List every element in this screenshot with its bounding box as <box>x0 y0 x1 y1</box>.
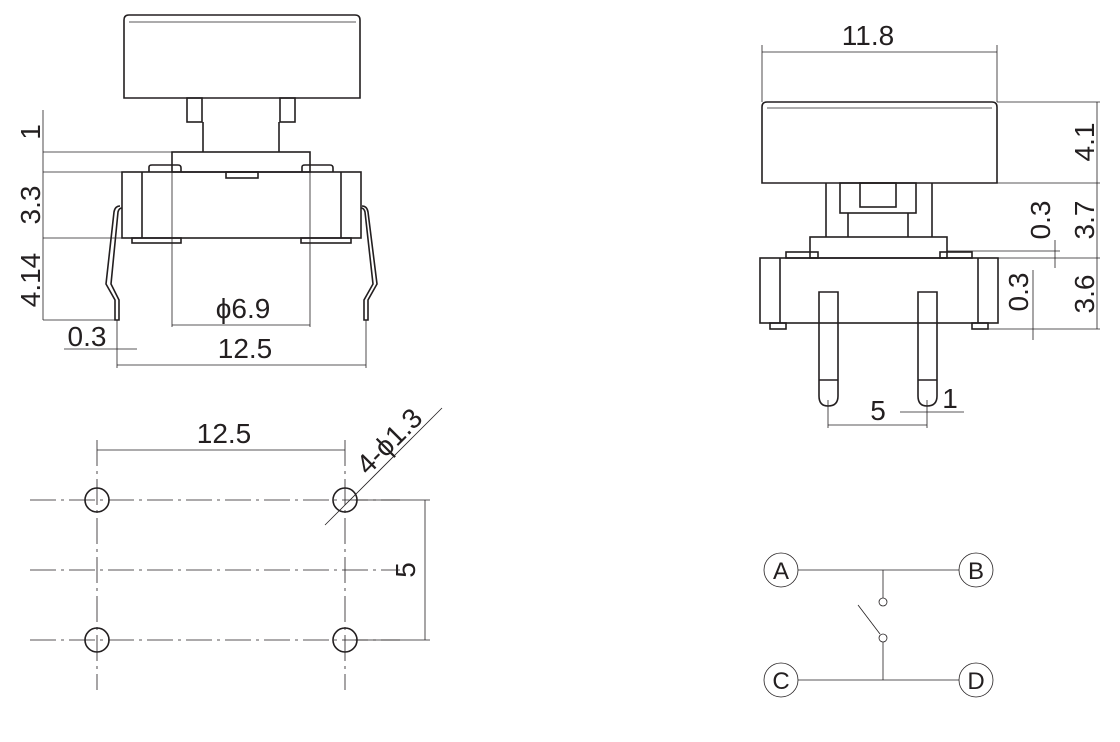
terminal-c <box>763 662 799 698</box>
label-c: C <box>772 668 789 695</box>
pcb-footprint: 12.5 5 4-ϕ1.3 <box>30 402 443 690</box>
plunger-base <box>171 151 311 173</box>
dim-hole-diameter: 4-ϕ1.3 <box>350 402 428 480</box>
dim-pin: 1 <box>942 383 958 414</box>
pin-right <box>917 291 938 407</box>
label-b: B <box>968 558 984 585</box>
stem-right <box>279 97 296 123</box>
dim-pitch: 5 <box>870 395 886 426</box>
stem-left <box>186 97 203 123</box>
dim-gap: 0.3 <box>1025 201 1056 240</box>
leg-right <box>360 205 378 321</box>
terminal-b <box>958 552 994 588</box>
hole <box>84 627 110 653</box>
cap-side <box>761 101 998 184</box>
side-view: 11.8 4.1 3.7 3.6 0.3 0.3 5 1 <box>759 20 1100 428</box>
terminal-d <box>958 662 994 698</box>
dim-footprint-width: 12.5 <box>197 418 252 449</box>
switch-schematic: A B C D <box>763 552 994 698</box>
front-view: 1 3.3 4.14 ϕ6.9 12.5 0.3 <box>15 14 378 368</box>
dim-standoff: 0.3 <box>1003 273 1034 312</box>
cap <box>123 14 361 99</box>
terminal-a <box>763 552 799 588</box>
dim-lead: 0.3 <box>68 321 107 352</box>
dim-body-side: 3.6 <box>1069 275 1100 314</box>
dim-cap-width: 11.8 <box>842 20 894 51</box>
body-side <box>759 257 999 324</box>
dim-width: 12.5 <box>218 333 273 364</box>
label-a: A <box>773 558 789 585</box>
dim-body-height: 3.3 <box>15 186 46 225</box>
plunger-base-side <box>809 236 948 259</box>
dim-top-gap: 1 <box>15 124 46 140</box>
hole <box>84 487 110 513</box>
pin-left <box>818 291 839 407</box>
dim-stem: 3.7 <box>1069 201 1100 240</box>
dim-footprint-height: 5 <box>390 562 421 578</box>
dim-leg-length: 4.14 <box>15 253 46 308</box>
dim-plunger-diameter: ϕ6.9 <box>216 293 271 324</box>
switch-body <box>121 171 362 239</box>
label-d: D <box>967 668 984 695</box>
dim-cap-height: 4.1 <box>1069 123 1100 162</box>
leg-left <box>105 205 123 321</box>
